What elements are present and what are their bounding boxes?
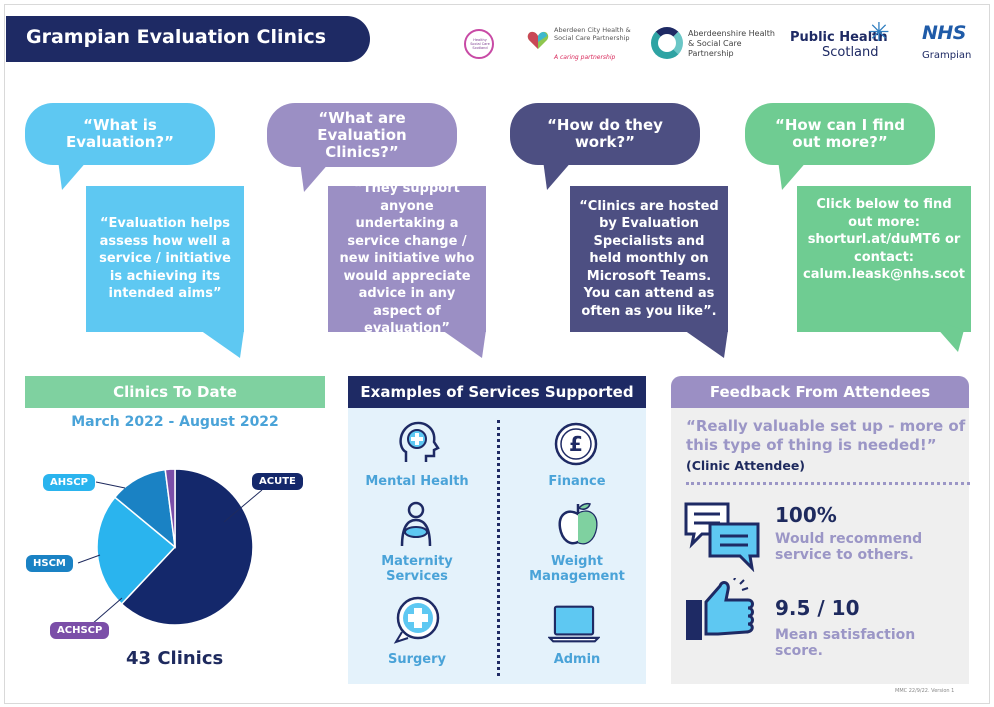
- brain-head-icon: [399, 421, 440, 462]
- service-surgery: Surgery: [387, 652, 447, 667]
- question-bubble-how-do-they-work: “How do they work?”: [510, 103, 700, 165]
- aberdeen-city-logo-text: Aberdeen City Health & Social Care Partn…: [554, 26, 631, 42]
- pie-label-ahscp: AHSCP: [43, 474, 95, 491]
- pie-label-acute: ACUTE: [252, 473, 303, 490]
- pie-label-hscm: HSCM: [26, 555, 73, 572]
- chat-bubbles-icon: [684, 502, 760, 572]
- service-weight-management: Weight Management: [529, 554, 625, 584]
- speech-tail: [442, 330, 486, 358]
- apple-icon: [558, 502, 598, 545]
- nhs-grampian-label: Grampian: [922, 50, 972, 61]
- aberdeenshire-ring-icon: [651, 27, 683, 59]
- services-divider: [497, 420, 500, 676]
- speech-tail: [543, 160, 573, 190]
- service-maternity: Maternity Services: [381, 554, 453, 584]
- speech-tail: [200, 330, 244, 358]
- healthy-social-care-logo: Healthy Social Care Scotland: [464, 29, 494, 59]
- pound-coin-icon: £: [554, 422, 598, 466]
- feedback-quote: “Really valuable set up - more of this t…: [686, 417, 966, 454]
- speech-tail: [928, 318, 964, 352]
- service-admin: Admin: [553, 652, 601, 667]
- laptop-icon: [548, 605, 600, 643]
- service-mental-health: Mental Health: [365, 474, 469, 489]
- feedback-attribution: (Clinic Attendee): [686, 458, 806, 473]
- recommend-label: Would recommend service to others.: [775, 531, 923, 563]
- speech-tail: [58, 160, 88, 190]
- sparkle-star-icon: ✳: [868, 18, 890, 48]
- thumbs-up-icon: [686, 578, 754, 640]
- page-title: Grampian Evaluation Clinics: [26, 26, 327, 48]
- clinics-date-range: March 2022 - August 2022: [71, 414, 279, 430]
- speech-tail: [300, 162, 330, 192]
- version-footnote: MMC 22/9/22. Version 1: [895, 688, 955, 694]
- speech-tail: [778, 160, 808, 190]
- public-health-scotland-logo: Public Health Scotland: [790, 30, 888, 60]
- page-frame: [4, 4, 990, 704]
- feedback-divider: [686, 482, 970, 485]
- question-bubble-evaluation-clinics: “What are Evaluation Clinics?”: [267, 103, 457, 167]
- answer-box-evaluation-clinics: “They support anyone undertaking a servi…: [328, 181, 486, 336]
- medical-cross-icon: [393, 596, 440, 644]
- pie-label-achscp: ACHSCP: [50, 622, 110, 639]
- answer-box-how-do-they-work: “Clinics are hosted by Evaluation Specia…: [570, 186, 728, 332]
- satisfaction-label: Mean satisfaction score.: [775, 627, 916, 659]
- aberdeen-city-tagline: A caring partnership: [554, 54, 616, 61]
- aberdeenshire-logo-text: Aberdeenshire Health & Social Care Partn…: [688, 29, 775, 58]
- nhs-logo: NHS: [922, 22, 967, 44]
- title-banner: [6, 16, 370, 62]
- aberdeen-city-heart-icon: [527, 31, 549, 49]
- satisfaction-score: 9.5 / 10: [775, 596, 860, 620]
- clinics-pie-chart: [96, 468, 254, 626]
- question-bubble-what-is-evaluation: “What is Evaluation?”: [25, 103, 215, 165]
- service-finance: Finance: [548, 474, 606, 489]
- feedback-heading: Feedback From Attendees: [671, 376, 969, 408]
- mother-baby-icon: [400, 501, 432, 547]
- answer-box-find-out-more[interactable]: Click below to find out more: shorturl.a…: [797, 186, 971, 332]
- answer-box-what-is-evaluation: “Evaluation helps assess how well a serv…: [86, 186, 244, 332]
- services-heading: Examples of Services Supported: [348, 376, 646, 408]
- speech-tail: [684, 330, 728, 358]
- svg-text:£: £: [569, 432, 583, 456]
- recommend-percentage: 100%: [775, 503, 837, 527]
- total-clinics: 43 Clinics: [126, 648, 224, 669]
- clinics-to-date-heading: Clinics To Date: [25, 376, 325, 408]
- pie-slice-ahscp: [96, 496, 177, 605]
- pie-slice-acute: [120, 468, 254, 626]
- pie-slice-achscp: [164, 468, 176, 548]
- question-bubble-find-out-more: “How can I find out more?”: [745, 103, 935, 165]
